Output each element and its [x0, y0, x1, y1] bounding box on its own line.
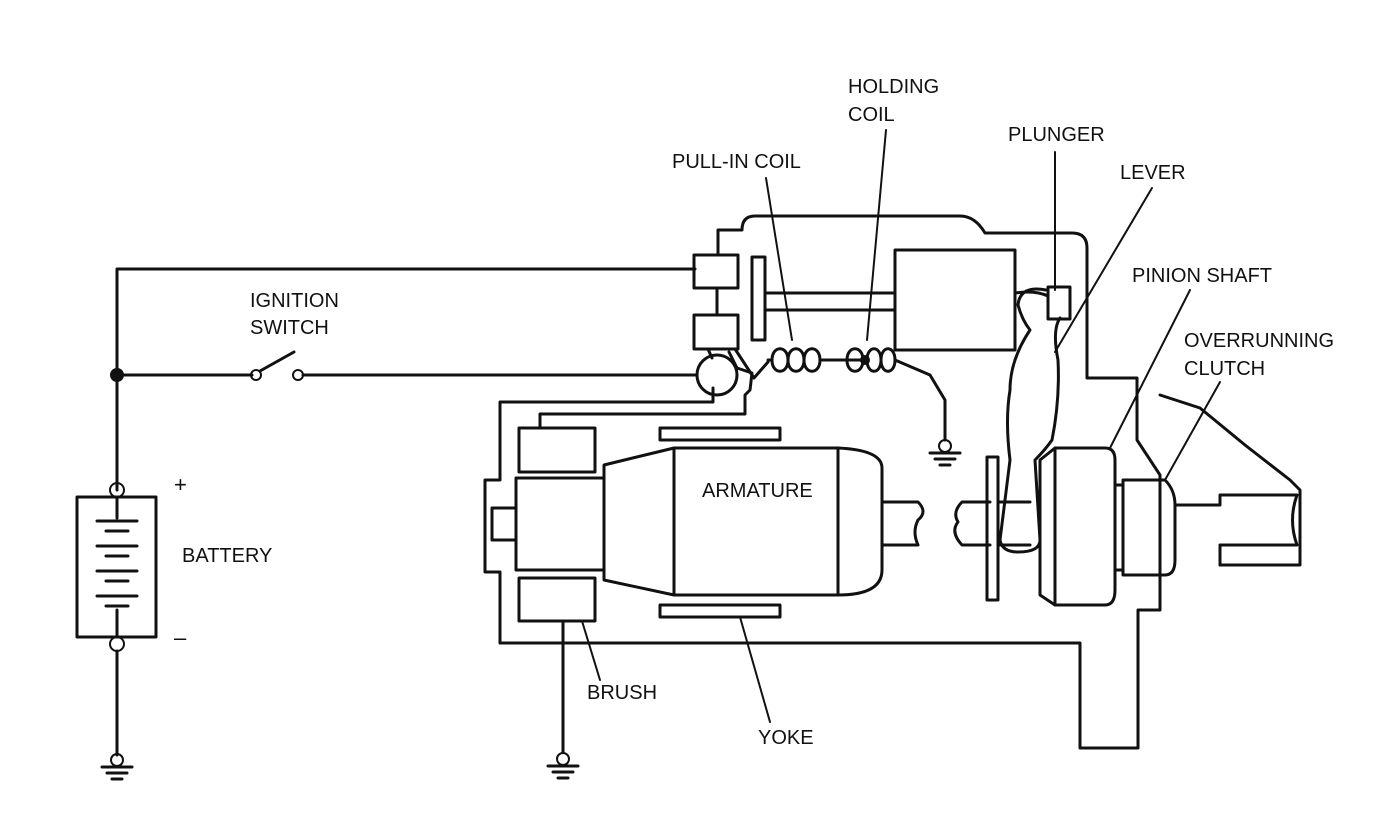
label-overrunning-clutch-1: OVERRUNNING [1184, 330, 1334, 352]
label-yoke: YOKE [758, 727, 814, 749]
pinion-assembly [1038, 446, 1299, 607]
label-holding-coil-1: HOLDING [848, 76, 939, 98]
battery [75, 482, 158, 652]
solenoid-terminals [538, 253, 770, 429]
pull-in-coil-winding [766, 347, 865, 373]
label-brush: BRUSH [587, 682, 657, 704]
solenoid-plunger [750, 248, 1050, 352]
labels: HOLDING COIL PULL-IN COIL PLUNGER LEVER … [174, 76, 1334, 749]
label-pull-in-coil: PULL-IN COIL [672, 151, 801, 173]
label-overrunning-clutch-2: CLUTCH [1184, 358, 1265, 380]
label-armature: ARMATURE [702, 480, 813, 502]
label-ignition-switch-1: IGNITION [250, 290, 339, 312]
ignition-switch[interactable] [250, 350, 304, 381]
brush-ground [546, 619, 580, 780]
label-holding-coil-2: COIL [848, 104, 895, 126]
label-pinion-shaft: PINION SHAFT [1132, 265, 1272, 287]
wire-junction-dot [110, 368, 124, 382]
battery-plus-sign: + [174, 472, 187, 497]
label-plunger: PLUNGER [1008, 124, 1105, 146]
holding-coil-winding [845, 347, 947, 442]
battery-ground-icon [100, 753, 134, 781]
label-ignition-switch-2: SWITCH [250, 317, 329, 339]
armature [490, 426, 1032, 623]
solenoid-ground-icon [928, 439, 962, 467]
label-battery: BATTERY [182, 545, 272, 567]
starter-housing [483, 214, 1302, 750]
battery-wiring [110, 267, 699, 757]
label-lever: LEVER [1120, 162, 1186, 184]
shift-lever [985, 285, 1072, 602]
motor-terminal [695, 353, 739, 397]
battery-minus-sign: – [174, 625, 187, 650]
leader-lines [581, 129, 1221, 723]
